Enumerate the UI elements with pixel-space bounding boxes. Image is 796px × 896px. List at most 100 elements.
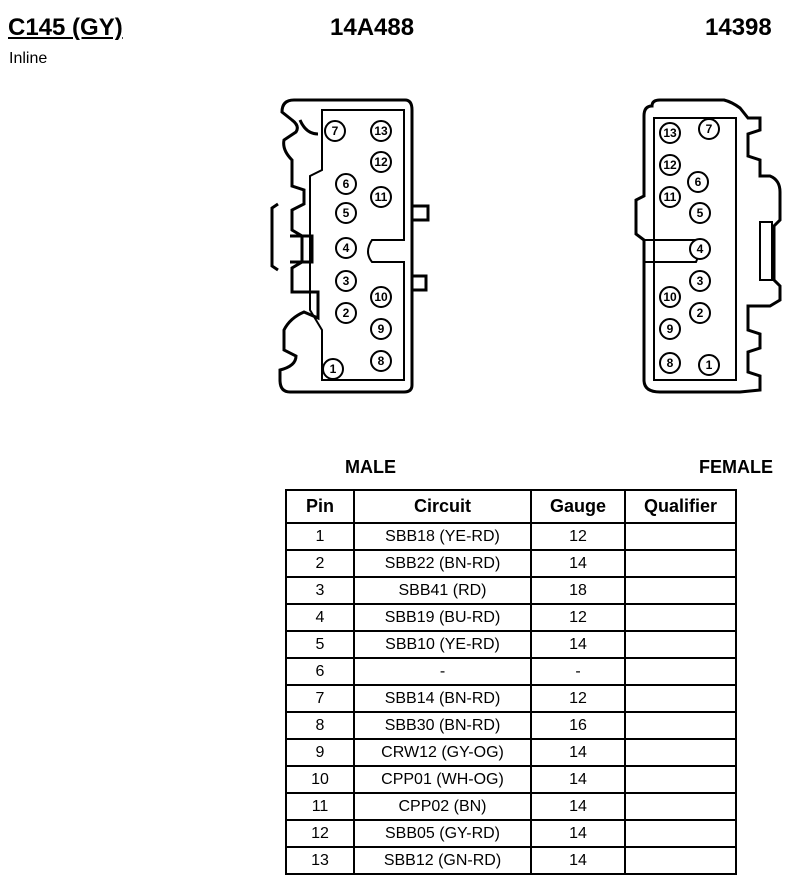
female-label: FEMALE [699,457,773,477]
circuit-cell: CRW12 (GY-OG) [353,738,532,767]
male-pin-label: 8 [378,354,385,368]
pin-cell: 8 [285,711,355,740]
male-pin-circle [335,270,357,292]
female-pin-circle [659,122,681,144]
pin-cell: 9 [285,738,355,767]
circuit-cell: CPP01 (WH-OG) [353,765,532,794]
pin-cell: 6 [285,657,355,686]
female-pin-label: 11 [664,190,677,204]
qualifier-cell [624,846,737,875]
connector-id: C145 (GY) [8,14,123,41]
circuit-cell: SBB10 (YE-RD) [353,630,532,659]
female-pin-circle [659,352,681,374]
circuit-cell: SBB41 (RD) [353,576,532,605]
female-pin-label: 10 [663,290,677,304]
pin-cell: 1 [285,522,355,551]
male-pin-circle [370,318,392,340]
qualifier-cell [624,738,737,767]
male-pin-label: 7 [332,124,339,138]
inline-label: Inline [9,50,48,67]
circuit-cell: SBB18 (YE-RD) [353,522,532,551]
female-pin-label: 1 [706,358,713,372]
pin-cell: 3 [285,576,355,605]
header-circuit: Circuit [353,489,532,524]
female-pin-label: 4 [697,242,704,256]
female-pin-circle [689,302,711,324]
male-pin-circle [370,186,392,208]
qualifier-cell [624,576,737,605]
gauge-cell: 18 [530,576,626,605]
qualifier-cell [624,765,737,794]
header-qualifier: Qualifier [624,489,737,524]
gauge-cell: 12 [530,603,626,632]
female-pin-circle [698,118,720,140]
female-pin-label: 9 [667,322,674,336]
pin-cell: 4 [285,603,355,632]
qualifier-cell [624,711,737,740]
male-pin-label: 6 [343,177,350,191]
female-pin-label: 6 [695,175,702,189]
male-pin-circle [370,286,392,308]
female-pin-circle [659,186,681,208]
female-pin-circle [698,354,720,376]
pin-cell: 2 [285,549,355,578]
female-pin-label: 12 [663,158,677,172]
male-pin-circle [370,151,392,173]
circuit-cell: SBB22 (BN-RD) [353,549,532,578]
male-pin-circle [335,302,357,324]
male-pin-label: 4 [343,241,350,255]
circuit-cell: SBB30 (BN-RD) [353,711,532,740]
male-label: MALE [345,457,396,477]
male-pin-circle [324,120,346,142]
male-pin-circle [370,120,392,142]
gauge-cell: 14 [530,846,626,875]
male-pin-label: 9 [378,322,385,336]
male-pin-circle [335,237,357,259]
pin-cell: 7 [285,684,355,713]
male-pin-label: 10 [374,290,388,304]
pin-cell: 13 [285,846,355,875]
male-pin-circle [322,358,344,380]
circuit-cell: SBB14 (BN-RD) [353,684,532,713]
male-pin-label: 2 [343,306,350,320]
pin-cell: 12 [285,819,355,848]
male-pin-label: 11 [375,190,388,204]
male-part-number: 14A488 [330,14,415,41]
male-pin-label: 13 [374,124,388,138]
gauge-cell: 14 [530,819,626,848]
pin-cell: 5 [285,630,355,659]
male-pin-circle [335,202,357,224]
female-pin-circle [689,238,711,260]
qualifier-cell [624,684,737,713]
male-connector-housing [270,98,430,394]
qualifier-cell [624,792,737,821]
gauge-cell: 14 [530,738,626,767]
male-pin-label: 5 [343,206,350,220]
circuit-cell: SBB05 (GY-RD) [353,819,532,848]
gauge-cell: 14 [530,549,626,578]
female-pin-label: 7 [706,122,713,136]
male-pin-label: 12 [374,155,388,169]
female-pin-label: 13 [663,126,677,140]
gauge-cell: 16 [530,711,626,740]
female-pin-circle [659,154,681,176]
gauge-cell: 14 [530,630,626,659]
female-pin-circle [659,318,681,340]
circuit-cell: SBB12 (GN-RD) [353,846,532,875]
female-pin-label: 8 [667,356,674,370]
female-part-number: 14398 [705,14,772,41]
male-pin-circle [370,350,392,372]
male-pin-label: 3 [343,274,350,288]
qualifier-cell [624,657,737,686]
female-pin-label: 3 [697,274,704,288]
female-pin-circle [689,270,711,292]
gauge-cell: 14 [530,765,626,794]
